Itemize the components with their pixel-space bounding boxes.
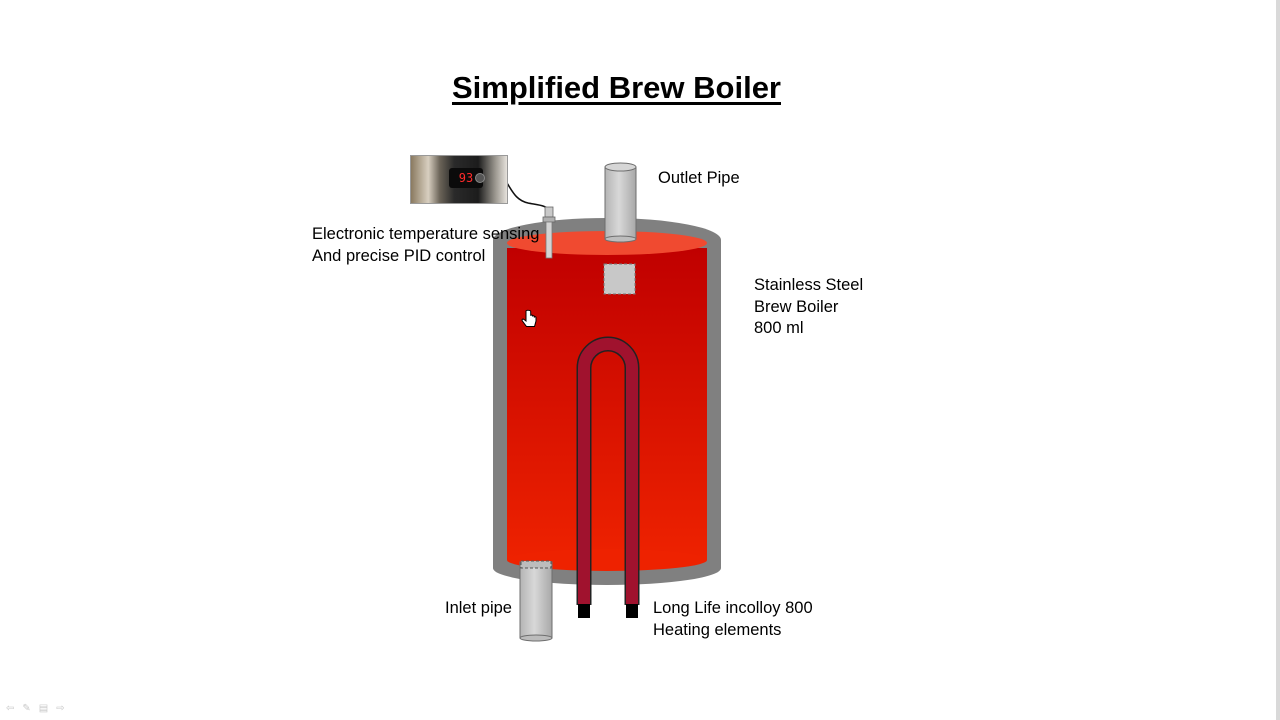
inlet-pipe-label-line: Inlet pipe (445, 599, 512, 617)
slide-navigation: ⇦ ✎ ▤ ⇨ (6, 703, 65, 714)
back-arrow-icon[interactable]: ⇦ (6, 703, 15, 714)
boiler-label-line-2: Brew Boiler (754, 297, 839, 316)
pid-controller-photo: 93 (410, 155, 508, 204)
sensor-label-line-1: Electronic temperature sensing (312, 225, 540, 243)
boiler-label: Stainless Steel Brew Boiler 800 ml (754, 275, 863, 340)
pid-knob-icon (475, 173, 485, 183)
sensor-label-line-2: And precise PID control (312, 246, 486, 265)
heating-element-label: Long Life incolloy 800 Heating elements (653, 598, 813, 641)
hand-cursor-icon (521, 309, 537, 327)
outlet-pipe-label-line: Outlet Pipe (658, 169, 740, 187)
temperature-probe (542, 206, 556, 259)
outlet-pipe-label: Outlet Pipe (658, 168, 740, 190)
sensor-label: Electronic temperature sensing And preci… (312, 224, 539, 267)
pid-temperature-readout: 93 (449, 168, 483, 188)
heating-label-line-2: Heating elements (653, 620, 782, 639)
inlet-pipe-label: Inlet pipe (445, 598, 512, 620)
page-title: Simplified Brew Boiler (451, 70, 781, 105)
boiler-label-line-3: 800 ml (754, 319, 804, 337)
forward-arrow-icon[interactable]: ⇨ (56, 703, 65, 714)
inlet-pipe (519, 560, 553, 642)
pen-icon[interactable]: ✎ (22, 703, 31, 714)
outlet-pipe (603, 162, 637, 295)
menu-icon[interactable]: ▤ (38, 703, 49, 714)
sensor-cable (504, 179, 552, 213)
heating-element (576, 336, 640, 618)
boiler-label-line-1: Stainless Steel (754, 276, 864, 294)
heating-label-line-1: Long Life incolloy 800 (653, 599, 813, 617)
boiler-water (507, 231, 707, 571)
slide-edge (1276, 0, 1280, 720)
